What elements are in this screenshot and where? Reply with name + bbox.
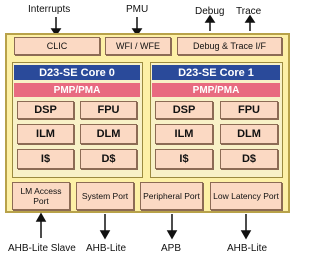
core-1-fpu: FPU (220, 101, 278, 119)
lm-access-port: LM Access Port (12, 182, 70, 210)
low-latency-port: Low Latency Port (210, 182, 282, 210)
core-1-dsp: DSP (155, 101, 213, 119)
wfi-wfe-label: WFI / WFE (116, 41, 160, 51)
debug-label: Debug (195, 6, 225, 17)
low-latency-port-label: Low Latency Port (213, 191, 279, 201)
peripheral-port: Peripheral Port (140, 182, 203, 210)
clic-label: CLIC (46, 41, 68, 51)
debug-trace-if-block: Debug & Trace I/F (177, 37, 282, 55)
core-1-pmp-pma: PMP/PMA (152, 83, 280, 97)
core-1-title: D23-SE Core 1 (152, 65, 280, 80)
system-port-label: System Port (81, 191, 129, 201)
core-1-dcache: D$ (220, 149, 278, 169)
core-0-dsp: DSP (17, 101, 74, 119)
trace-label: Trace (236, 6, 262, 17)
wfi-wfe-block: WFI / WFE (105, 37, 171, 55)
interrupts-label: Interrupts (28, 4, 71, 15)
core-0-dlm: DLM (80, 124, 137, 144)
ahb-lite-label-1: AHB-Lite (86, 243, 127, 254)
clic-block: CLIC (14, 37, 100, 55)
pmu-label: PMU (126, 4, 149, 15)
core-0-dcache: D$ (80, 149, 137, 169)
core-0-icache: I$ (17, 149, 74, 169)
core-1-ilm: ILM (155, 124, 213, 144)
core-0-ilm: ILM (17, 124, 74, 144)
debug-trace-if-label: Debug & Trace I/F (192, 41, 267, 51)
peripheral-port-label: Peripheral Port (143, 191, 200, 201)
core-0-title: D23-SE Core 0 (14, 65, 140, 80)
bottom-arrows (35, 212, 252, 240)
core-0-pmp-pma: PMP/PMA (14, 83, 140, 97)
lm-access-port-label: LM Access Port (20, 186, 62, 206)
ahb-lite-slave-label: AHB-Lite Slave (8, 243, 76, 254)
core-1-dlm: DLM (220, 124, 278, 144)
system-port: System Port (76, 182, 134, 210)
apb-label: APB (161, 243, 182, 254)
core-1-icache: I$ (155, 149, 213, 169)
ahb-lite-label-2: AHB-Lite (227, 243, 268, 254)
core-0-fpu: FPU (80, 101, 137, 119)
top-arrows (50, 14, 256, 37)
